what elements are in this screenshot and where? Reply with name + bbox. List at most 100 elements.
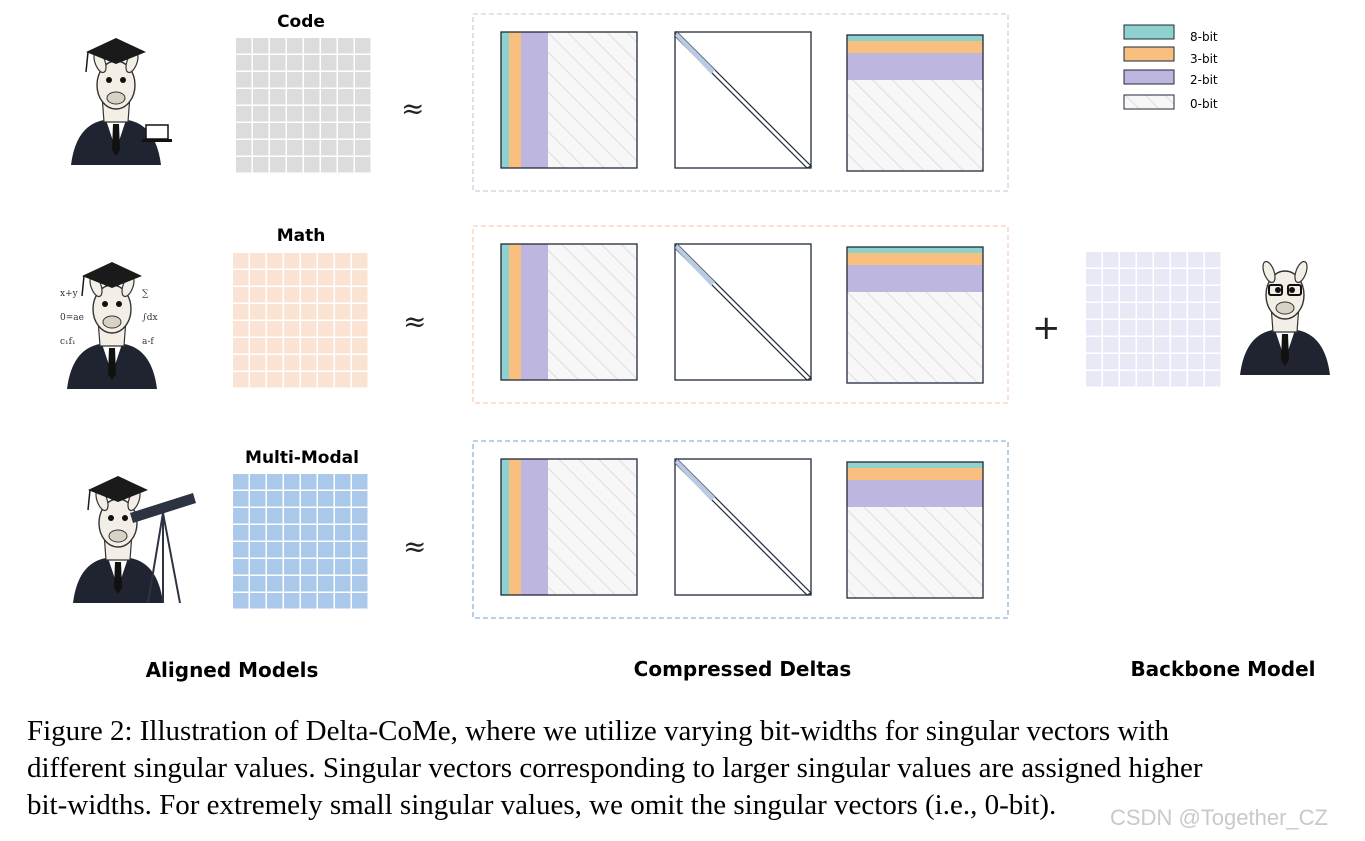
grid-cell: [335, 542, 351, 558]
grid-cell: [267, 491, 283, 507]
grid-cell: [352, 321, 368, 337]
grid-cell: [233, 542, 249, 558]
grid-cell: [1188, 371, 1204, 387]
approx-symbol-code: ≈: [401, 92, 425, 125]
mortarboard: [82, 262, 142, 288]
eye-right: [116, 301, 122, 307]
section-title-aligned-models: Aligned Models: [145, 658, 319, 682]
grid-cell: [1154, 269, 1170, 285]
grid-cell: [1171, 252, 1187, 268]
grid-cell: [236, 38, 252, 54]
grid-cell: [1171, 354, 1187, 370]
ear-right: [1294, 260, 1308, 284]
grid-cell: [301, 491, 317, 507]
formula-glyph: ∑: [142, 289, 149, 299]
grid-cell: [250, 474, 266, 490]
matrix-sigma-diagonal-top: [675, 459, 715, 501]
tripod-leg: [162, 512, 181, 604]
grid-cell: [233, 372, 249, 388]
compressed-deltas-box-code: [472, 13, 1009, 192]
grid-cell: [250, 304, 266, 320]
grid-cell: [318, 372, 334, 388]
grid-cell: [284, 542, 300, 558]
grid-cell: [1188, 303, 1204, 319]
grid-cell: [250, 508, 266, 524]
eye-right: [120, 77, 126, 83]
eye-right: [122, 515, 128, 521]
grid-cell: [267, 253, 283, 269]
grid-cell: [1103, 354, 1119, 370]
grid-cell: [352, 559, 368, 575]
grid-cell: [250, 559, 266, 575]
grid-cell: [338, 123, 354, 139]
grid-cell: [233, 253, 249, 269]
grid-cell: [352, 593, 368, 609]
compressed-deltas-box-math: [472, 225, 1009, 404]
matrix-v-8bit-row: [847, 35, 983, 41]
grid-cell: [355, 38, 371, 54]
grid-cell: [301, 355, 317, 371]
grid-cell: [284, 372, 300, 388]
grid-cell: [301, 270, 317, 286]
grid-cell: [338, 157, 354, 173]
grid-cell: [250, 542, 266, 558]
caption-line-1: Figure 2: Illustration of Delta-CoMe, wh…: [27, 715, 1170, 747]
grid-cell: [352, 304, 368, 320]
legend-swatch-3-bit: [1123, 46, 1175, 62]
grid-cell: [250, 593, 266, 609]
grid-cell: [1120, 252, 1136, 268]
grid-cell: [233, 525, 249, 541]
grid-cell: [1188, 337, 1204, 353]
grid-cell: [233, 338, 249, 354]
grid-cell: [287, 55, 303, 71]
grid-cell: [301, 576, 317, 592]
grid-cell: [253, 89, 269, 105]
grid-cell: [352, 355, 368, 371]
grid-cell: [318, 287, 334, 303]
grid-cell: [233, 576, 249, 592]
eye-left: [102, 301, 108, 307]
grid-cell: [301, 508, 317, 524]
grid-cell: [1154, 337, 1170, 353]
grid-cell: [318, 491, 334, 507]
grid-cell: [318, 321, 334, 337]
grid-cell: [236, 55, 252, 71]
aligned-model-grid-code: [236, 38, 371, 173]
grid-cell: [233, 593, 249, 609]
grid-cell: [318, 576, 334, 592]
section-title-compressed-deltas: Compressed Deltas: [633, 657, 852, 681]
matrix-u-2bit-column: [521, 244, 548, 380]
formula-glyph: 0=ae: [60, 313, 84, 323]
compressed-deltas-box-multimodal: [472, 440, 1009, 619]
grid-cell: [304, 106, 320, 122]
grid-cell: [352, 253, 368, 269]
grid-cell: [321, 123, 337, 139]
row-title-math: Math: [276, 226, 326, 246]
llama-telescope-icon: [73, 476, 196, 604]
grid-cell: [321, 55, 337, 71]
grid-cell: [1103, 320, 1119, 336]
grid-cell: [352, 474, 368, 490]
grid-cell: [284, 321, 300, 337]
grid-cell: [321, 72, 337, 88]
grid-cell: [284, 559, 300, 575]
grid-cell: [250, 525, 266, 541]
grid-cell: [287, 89, 303, 105]
grid-cell: [250, 253, 266, 269]
grid-cell: [318, 593, 334, 609]
grid-cell: [355, 106, 371, 122]
grid-cell: [1120, 269, 1136, 285]
grid-cell: [236, 140, 252, 156]
formula-glyph: x+y: [60, 289, 79, 299]
grid-cell: [1137, 269, 1153, 285]
grid-cell: [352, 372, 368, 388]
grid-cell: [321, 89, 337, 105]
glasses-left: [1268, 284, 1283, 296]
ear-left: [1262, 260, 1276, 284]
matrix-u-frame: [500, 458, 638, 596]
grid-cell: [1188, 354, 1204, 370]
grid-cell: [301, 304, 317, 320]
llama-glasses-icon: [1240, 260, 1330, 375]
matrix-v-2bit-row: [847, 480, 983, 507]
grid-cell: [1171, 320, 1187, 336]
